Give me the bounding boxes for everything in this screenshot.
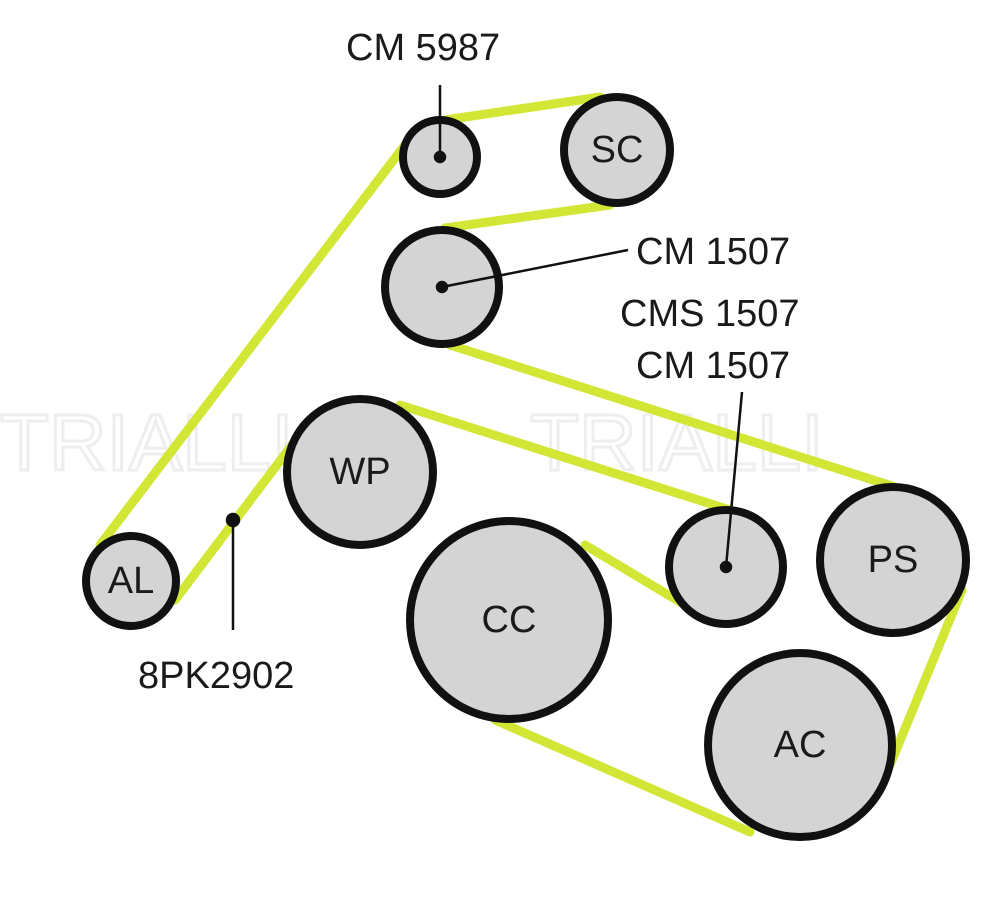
pulley-ac (704, 649, 896, 841)
pulley-label-wp: WP (329, 451, 390, 493)
belt-segment (440, 92, 605, 125)
callout-lower-idler-2: CM 1507 (636, 345, 790, 387)
pulley-label-ac: AC (774, 724, 827, 766)
leader-line (724, 391, 744, 568)
pulley-label-al: AL (108, 560, 154, 602)
watermark: TRIALLI (0, 398, 293, 487)
center-dot (433, 150, 447, 164)
leader-line (441, 248, 629, 289)
watermark: TRIALLI (530, 398, 823, 487)
belt-segment (445, 340, 900, 492)
callout-lower-idler-1: CMS 1507 (620, 293, 800, 335)
belt-segment (440, 200, 615, 233)
belt-dot (225, 512, 241, 528)
callout-tensioner: CM 1507 (636, 231, 790, 273)
belt-segment (95, 140, 410, 550)
center-dot (719, 560, 733, 574)
belt-part-number: 8PK2902 (138, 655, 294, 697)
belt-segment (885, 585, 967, 770)
belt-segment (580, 540, 690, 610)
pulley-wp (283, 395, 437, 549)
belt-segment (490, 715, 755, 837)
pulley-al (82, 532, 180, 630)
pulley-label-ps: PS (868, 539, 919, 581)
pulley-label-cc: CC (482, 599, 537, 641)
pulley-cc (406, 517, 612, 723)
belt-segment (395, 400, 735, 515)
center-dot (435, 280, 449, 294)
pulley-sc (560, 93, 674, 207)
callout-top-idler: CM 5987 (346, 27, 500, 69)
pulley-ps (816, 483, 970, 637)
pulley-label-sc: SC (591, 129, 644, 171)
